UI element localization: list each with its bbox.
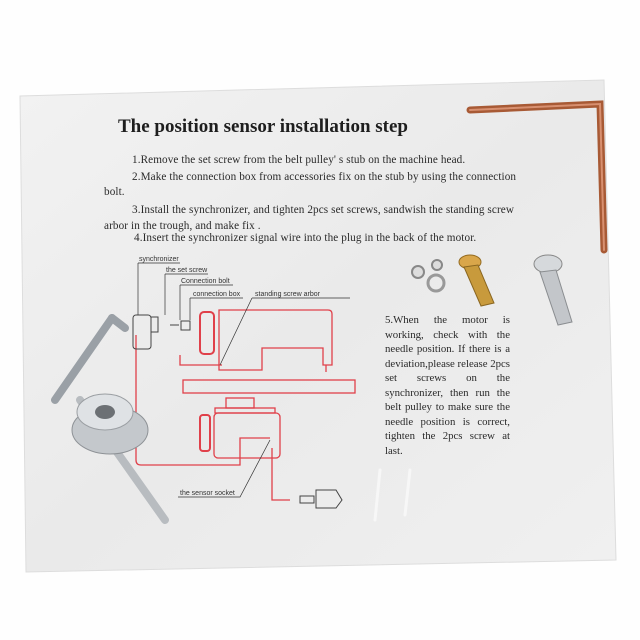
leader-lines	[137, 262, 350, 498]
plug-icon	[299, 489, 343, 509]
label-standing-screw-arbor: standing screw arbor	[255, 291, 320, 298]
step-2-cont: bolt.	[104, 186, 125, 198]
step-4: 4.Insert the synchronizer signal wire in…	[134, 232, 477, 244]
label-connection-bolt: Connection bolt	[181, 278, 230, 285]
machine-head	[199, 309, 333, 372]
step-1: 1.Remove the set screw from the belt pul…	[132, 154, 466, 166]
standing-arbor	[179, 355, 222, 366]
sheet-title: The position sensor installation step	[118, 116, 408, 137]
synchronizer-part	[132, 314, 191, 350]
table-board	[182, 379, 356, 394]
label-connection-box: connection box	[193, 291, 241, 298]
step-2: 2.Make the connection box from accessori…	[132, 171, 517, 183]
washers	[411, 259, 446, 293]
label-synchronizer: synchronizer	[139, 256, 179, 263]
steel-bolt	[533, 254, 573, 326]
step-3-cont: arbor in the trough, and make fix .	[104, 220, 261, 232]
motor	[135, 335, 290, 501]
step-5: 5.When the motor is working, check with …	[385, 314, 511, 457]
cable-ties	[373, 468, 412, 522]
label-set-screw: the set screw	[166, 267, 208, 274]
allen-key	[51, 314, 129, 404]
pulley-collar	[71, 393, 149, 455]
step-3: 3.Install the synchronizer, and tighten …	[132, 204, 515, 216]
label-sensor-socket: the sensor socket	[180, 490, 235, 497]
brass-bolt	[458, 254, 495, 307]
copper-l-rod	[466, 100, 608, 254]
